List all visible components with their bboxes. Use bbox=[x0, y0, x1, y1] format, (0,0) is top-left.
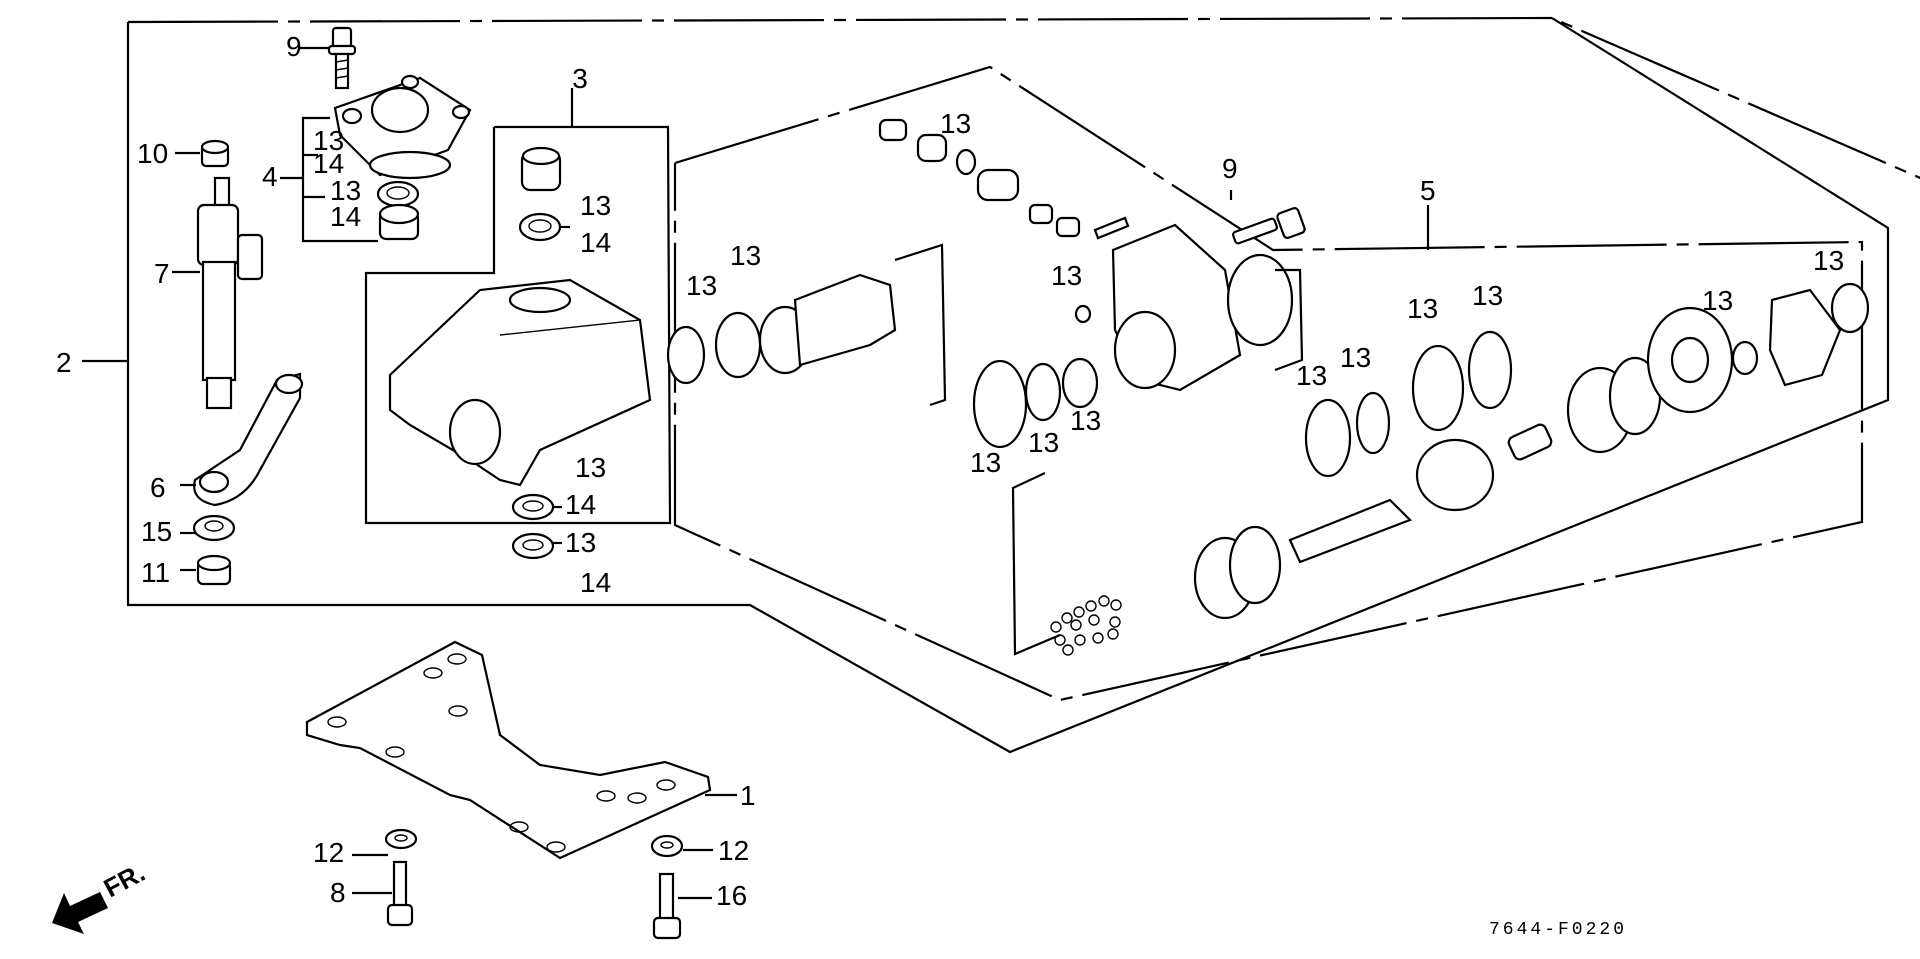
figure-code: 7644-F0220 bbox=[1489, 920, 1627, 940]
callout-15: 15 bbox=[141, 516, 172, 547]
needle-bearing-part bbox=[378, 203, 420, 241]
bolt-9-right-part bbox=[1093, 207, 1306, 245]
group-4-bracket bbox=[301, 116, 378, 243]
seal-bracket-right bbox=[1274, 268, 1304, 372]
callout-g3-14c: 14 bbox=[580, 567, 611, 598]
callout-r-13a: 13 bbox=[1296, 360, 1327, 391]
callout-g3-13c: 13 bbox=[565, 527, 596, 558]
bearing-13-14-part bbox=[376, 180, 420, 208]
steel-balls-part bbox=[1050, 595, 1122, 656]
callout-g3-14a: 14 bbox=[580, 227, 611, 258]
callout-g3-14b: 14 bbox=[565, 489, 596, 520]
callout-5: 5 bbox=[1420, 175, 1436, 206]
bearing-3c-part bbox=[511, 532, 555, 560]
valve-body-part bbox=[1111, 223, 1294, 392]
pinion-shaft-part bbox=[1288, 423, 1553, 564]
callout-v-13g: 13 bbox=[1070, 405, 1101, 436]
nut-11-part bbox=[196, 554, 232, 586]
callout-v-13f: 13 bbox=[1028, 427, 1059, 458]
seal-rings-part bbox=[1304, 330, 1513, 478]
callout-3: 3 bbox=[572, 63, 588, 94]
callout-r-13e: 13 bbox=[1702, 285, 1733, 316]
callout-v-13e: 13 bbox=[970, 447, 1001, 478]
callout-7: 7 bbox=[154, 258, 170, 289]
group-2-outline bbox=[127, 16, 1920, 180]
group-3-outline bbox=[364, 125, 672, 525]
callout-r-13f: 13 bbox=[1813, 245, 1844, 276]
callout-2: 2 bbox=[56, 347, 72, 378]
callout-g3-13b: 13 bbox=[575, 452, 606, 483]
washer-12-right-part bbox=[650, 834, 684, 858]
leader-lines bbox=[172, 46, 1233, 900]
bearing-3b-part bbox=[511, 493, 555, 521]
callout-g4-14b: 14 bbox=[330, 201, 361, 232]
callout-12-right: 12 bbox=[718, 835, 749, 866]
bolt-16-part bbox=[652, 872, 682, 940]
bolt-8-part bbox=[386, 860, 414, 927]
callout-v-13c: 13 bbox=[940, 108, 971, 139]
bolt-9-top-part bbox=[327, 26, 357, 90]
arrow-left-down-icon bbox=[52, 892, 108, 934]
callout-g4-14a: 14 bbox=[313, 148, 344, 179]
callout-g4-13b: 13 bbox=[330, 175, 361, 206]
callout-v-13a: 13 bbox=[686, 270, 717, 301]
callout-9-right: 9 bbox=[1222, 153, 1238, 184]
callout-8: 8 bbox=[330, 877, 346, 908]
washer-15-part bbox=[192, 514, 236, 542]
mounting-plate-1-part bbox=[305, 640, 712, 860]
callout-g3-13a: 13 bbox=[580, 190, 611, 221]
seal-bracket-left bbox=[894, 243, 947, 407]
bearing-3-part bbox=[518, 212, 562, 242]
callout-4: 4 bbox=[262, 161, 278, 192]
callout-9-top: 9 bbox=[286, 31, 302, 62]
callout-11: 11 bbox=[141, 557, 170, 588]
callout-r-13c: 13 bbox=[1407, 293, 1438, 324]
group-2-outline-left bbox=[126, 17, 1890, 754]
callout-v-13b: 13 bbox=[730, 240, 761, 271]
callout-g4-13a: 13 bbox=[313, 125, 344, 156]
washer-12-left-part bbox=[384, 828, 418, 850]
callout-r-13b: 13 bbox=[1340, 342, 1371, 373]
top-cover-part bbox=[333, 74, 472, 180]
bearing-race-part bbox=[1193, 282, 1870, 620]
nut-10-part bbox=[200, 139, 230, 168]
valve-parts bbox=[666, 118, 1099, 449]
callout-r-13d: 13 bbox=[1472, 280, 1503, 311]
gear-housing-part bbox=[388, 278, 652, 487]
callout-10: 10 bbox=[137, 138, 168, 169]
callout-v-13d: 13 bbox=[1051, 260, 1082, 291]
front-direction-arrow: FR. bbox=[52, 857, 150, 934]
front-label: FR. bbox=[99, 857, 150, 903]
sector-shaft-7-part bbox=[196, 176, 264, 410]
callout-12-left: 12 bbox=[313, 837, 344, 868]
group-5-outline bbox=[673, 65, 1864, 702]
callout-16: 16 bbox=[716, 880, 747, 911]
balls-bracket bbox=[1011, 472, 1061, 656]
callout-6: 6 bbox=[150, 472, 166, 503]
callout-1: 1 bbox=[740, 780, 756, 811]
needle-bearing-3-part bbox=[520, 146, 562, 192]
